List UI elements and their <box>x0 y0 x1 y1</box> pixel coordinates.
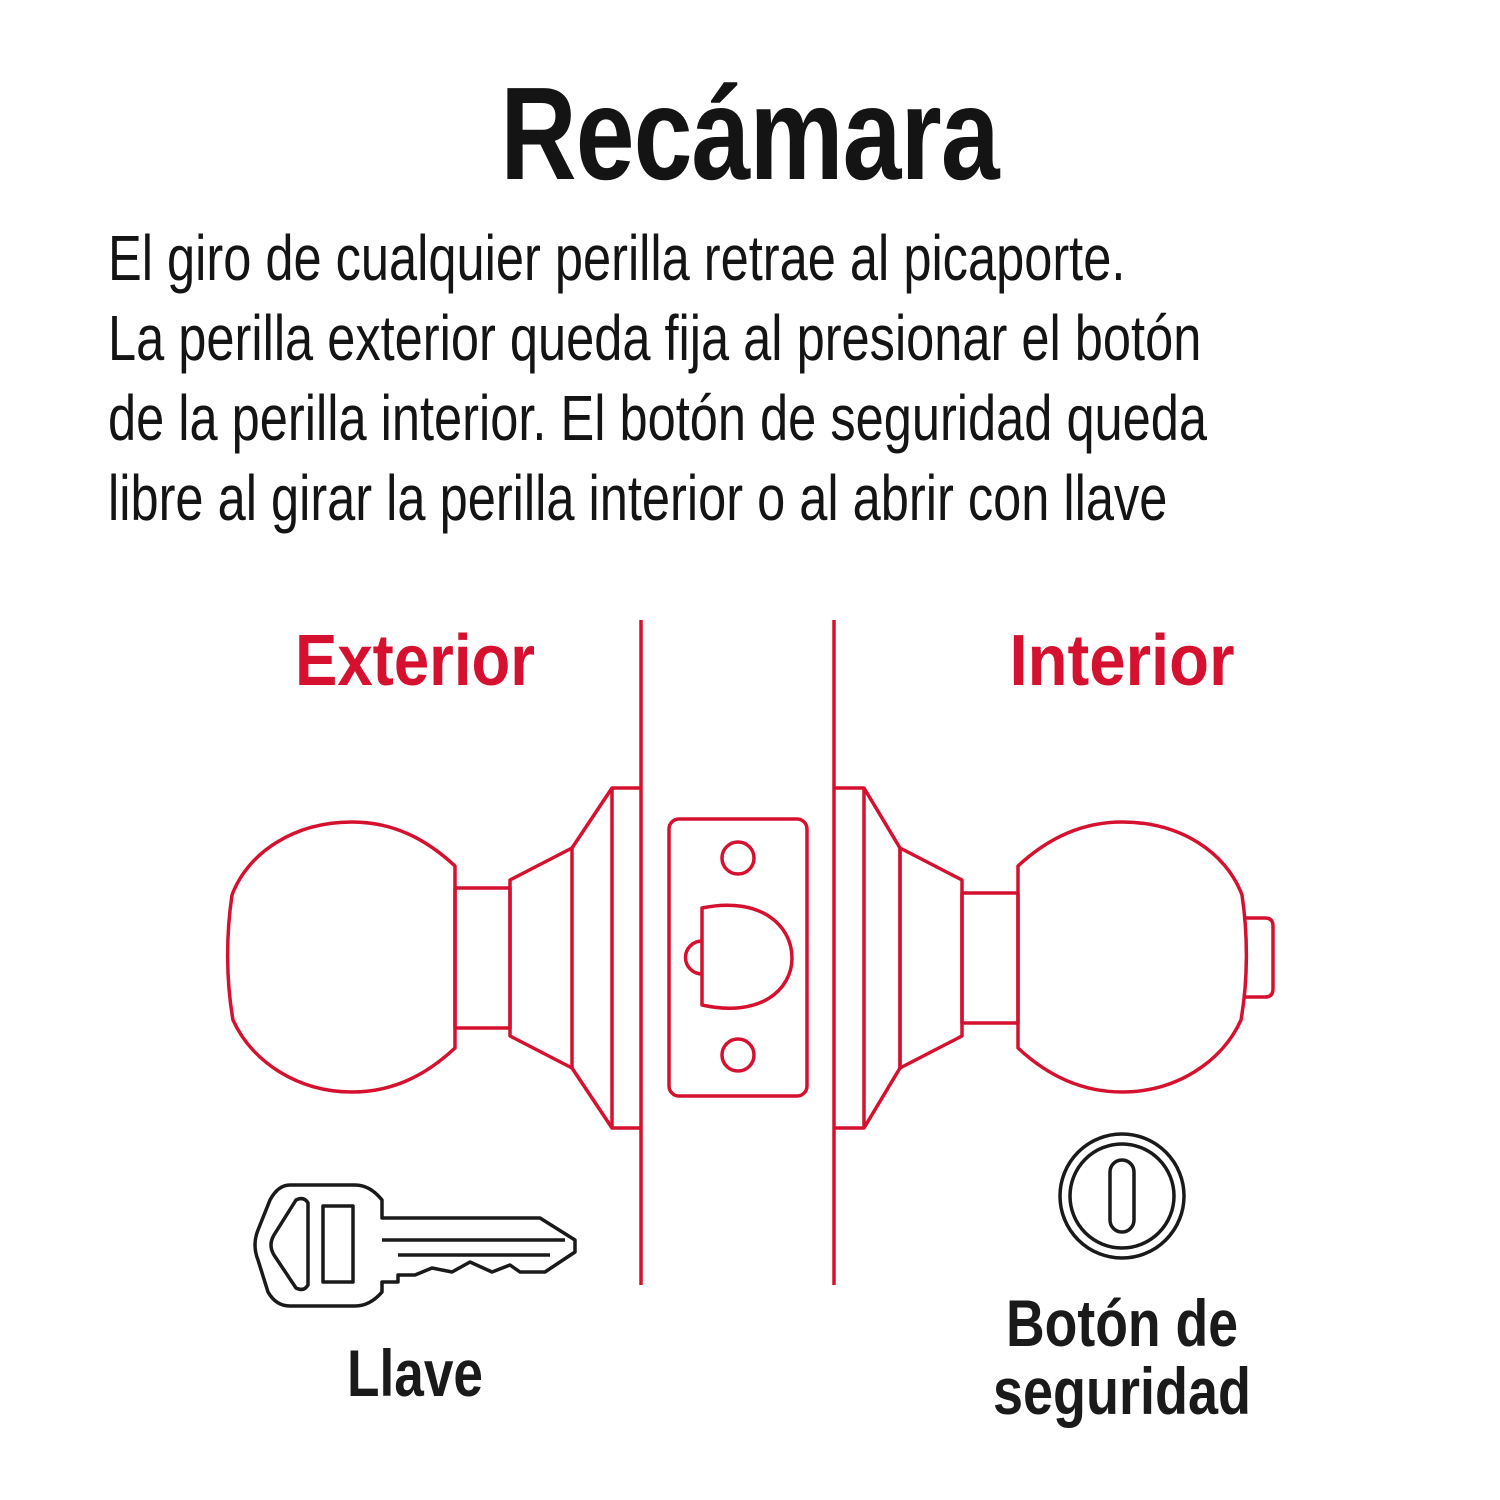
description-line: La perilla exterior queda fija al presio… <box>108 302 1202 374</box>
exterior-label: Exterior <box>295 621 535 701</box>
exterior-knob-icon <box>225 786 641 1130</box>
security-button-label-line2: seguridad <box>993 1354 1251 1428</box>
page-title: Recámara <box>0 58 1500 209</box>
key-label: Llave <box>347 1336 483 1410</box>
security-button-icon <box>1058 1132 1186 1260</box>
key-icon <box>253 1183 577 1308</box>
description-line: libre al girar la perilla interior o al … <box>108 462 1168 534</box>
latch-plate-icon <box>667 817 809 1098</box>
description: El giro de cualquier perilla retrae al p… <box>108 218 1499 538</box>
title-text: Recámara <box>500 60 1000 207</box>
description-line: El giro de cualquier perilla retrae al p… <box>108 222 1126 294</box>
security-button-label-line1: Botón de <box>1006 1286 1238 1360</box>
interior-knob-icon <box>834 786 1275 1130</box>
interior-label: Interior <box>1010 621 1235 701</box>
description-line: de la perilla interior. El botón de segu… <box>108 382 1208 454</box>
